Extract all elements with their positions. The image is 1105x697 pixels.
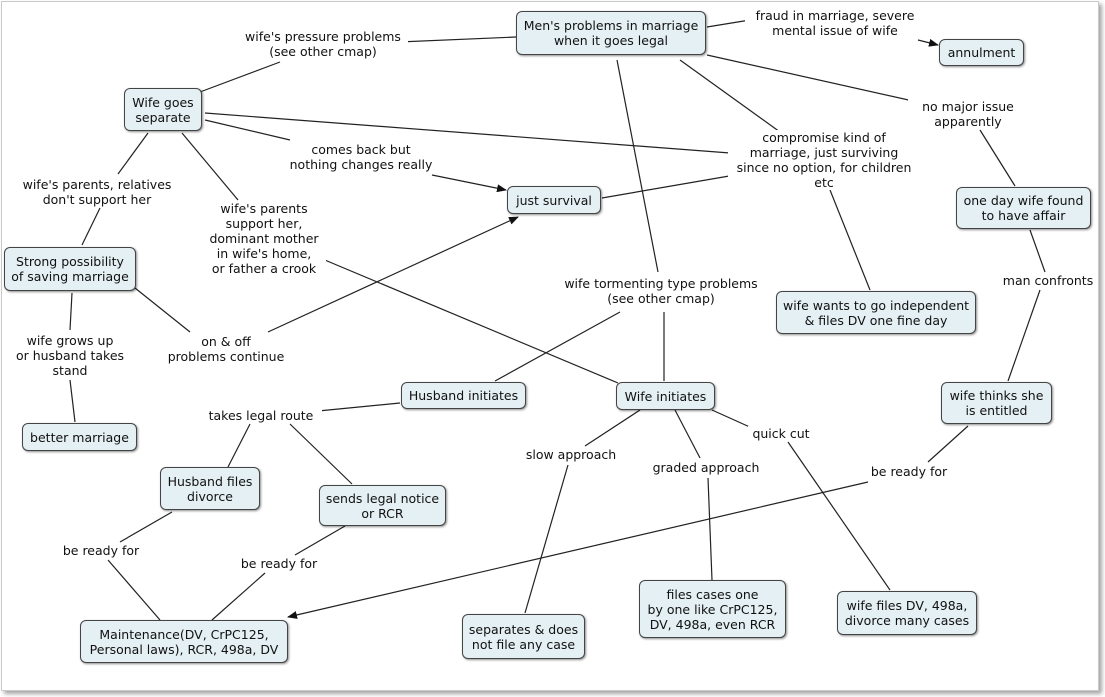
link-wifeinit-to-quick — [711, 409, 753, 429]
concept-wife-files-dv[interactable]: wife files DV, 498a, divorce many cases — [837, 591, 977, 635]
link-comesback-to-survival — [431, 174, 507, 193]
concept-husband-files-divorce[interactable]: Husband files divorce — [160, 467, 260, 510]
phrase-be-ready-for-wife: be ready for — [864, 464, 954, 479]
phrase-slow-approach: slow approach — [521, 447, 621, 462]
link-mens-to-fraud — [706, 19, 751, 28]
link-nomajor-to-oneday — [979, 129, 1016, 187]
link-readyleft-to-maintenance — [107, 559, 161, 621]
link-mens-to-tormenting — [616, 59, 659, 273]
link-wifegoes-to-compromise — [204, 112, 731, 154]
phrase-on-off: on & off problems continue — [160, 334, 292, 364]
phrase-quick-cut: quick cut — [748, 426, 814, 441]
link-legal-to-husbandfiles — [227, 423, 251, 468]
concept-separates[interactable]: separates & does not file any case — [462, 614, 585, 659]
concept-wife-initiates[interactable]: Wife initiates — [616, 382, 715, 410]
link-husbandinit-to-legal — [317, 402, 401, 412]
phrase-man-confronts: man confronts — [998, 273, 1098, 288]
link-wifegoes-to-comesback — [204, 119, 291, 141]
link-pressure-to-wifegoes — [199, 61, 281, 93]
link-wifegoes-to-parentssupport — [181, 132, 239, 201]
link-slow-to-separates — [524, 464, 569, 614]
link-readymid-to-maintenance — [211, 572, 266, 621]
link-strong-to-growsup — [69, 292, 73, 331]
link-graded-to-filescases — [707, 477, 713, 581]
link-husbandfiles-to-readyleft — [119, 511, 173, 543]
phrase-be-ready-for-mid: be ready for — [234, 556, 324, 571]
concept-annulment[interactable]: annulment — [939, 39, 1024, 66]
concept-strong-possibility[interactable]: Strong possibility of saving marriage — [4, 247, 136, 291]
link-oneday-to-confronts — [1029, 229, 1046, 273]
phrase-fraud: fraud in marriage, severe mental issue o… — [745, 8, 925, 38]
phrase-wife-pressure: wife's pressure problems (see other cmap… — [238, 29, 408, 59]
phrase-takes-legal-route: takes legal route — [200, 408, 322, 423]
concept-wife-independent[interactable]: wife wants to go independent & files DV … — [776, 291, 976, 334]
phrase-parents-dont-support: wife's parents, relatives don't support … — [22, 177, 172, 207]
link-notice-to-readymid — [294, 525, 346, 556]
link-fraud-to-annulment — [917, 38, 939, 47]
concept-sends-legal-notice[interactable]: sends legal notice or RCR — [319, 485, 446, 526]
link-mens-to-nomajor — [706, 54, 923, 104]
concept-just-survival[interactable]: just survival — [507, 186, 601, 214]
phrase-be-ready-for-left: be ready for — [56, 543, 146, 558]
concept-wife-thinks-entitled[interactable]: wife thinks she is entitled — [941, 382, 1052, 424]
phrase-parents-support: wife's parents support her, dominant mot… — [202, 201, 326, 276]
link-wifeinit-to-slow — [584, 409, 641, 447]
concept-mens-problems[interactable]: Men's problems in marriage when it goes … — [516, 11, 706, 55]
phrase-graded-approach: graded approach — [649, 460, 763, 475]
link-confronts-to-wifethinks — [1007, 289, 1041, 382]
concept-files-cases[interactable]: files cases one by one like CrPC125, DV,… — [639, 580, 786, 638]
concept-wife-goes-separate[interactable]: Wife goes separate — [124, 88, 202, 131]
link-ready-to-maintenance — [287, 481, 869, 619]
phrase-wife-grows-up: wife grows up or husband takes stand — [5, 333, 135, 378]
concept-husband-initiates[interactable]: Husband initiates — [401, 382, 526, 409]
link-tormenting-to-husbandinit — [494, 311, 621, 382]
link-parentsno-to-strong — [81, 207, 101, 246]
link-strong-to-onoff — [134, 287, 191, 333]
link-growsup-to-better — [69, 379, 76, 423]
link-wifegoes-to-parentsno — [117, 132, 149, 175]
phrase-compromise: compromise kind of marriage, just surviv… — [728, 130, 920, 190]
link-legal-to-notice — [289, 423, 353, 485]
link-quick-to-wifefiles — [787, 441, 891, 591]
link-wifethinks-to-ready — [927, 425, 969, 463]
link-parentssupport-to-wifeinit — [319, 257, 619, 384]
concept-one-day-wife-affair[interactable]: one day wife found to have affair — [956, 187, 1091, 229]
phrase-no-major-issue: no major issue apparently — [908, 99, 1028, 129]
concept-better-marriage[interactable]: better marriage — [22, 423, 137, 451]
link-onoff-to-survival — [267, 216, 519, 333]
link-compromise-to-wifeindep — [829, 189, 871, 291]
concept-maintenance[interactable]: Maintenance(DV, CrPC125, Personal laws),… — [80, 620, 288, 663]
link-wifeinit-to-graded — [674, 409, 701, 459]
phrase-wife-tormenting: wife tormenting type problems (see other… — [556, 276, 766, 306]
phrase-comes-back: comes back but nothing changes really — [282, 142, 440, 172]
link-mens-to-compromise — [679, 59, 781, 133]
link-compromise-to-survival — [601, 174, 736, 199]
